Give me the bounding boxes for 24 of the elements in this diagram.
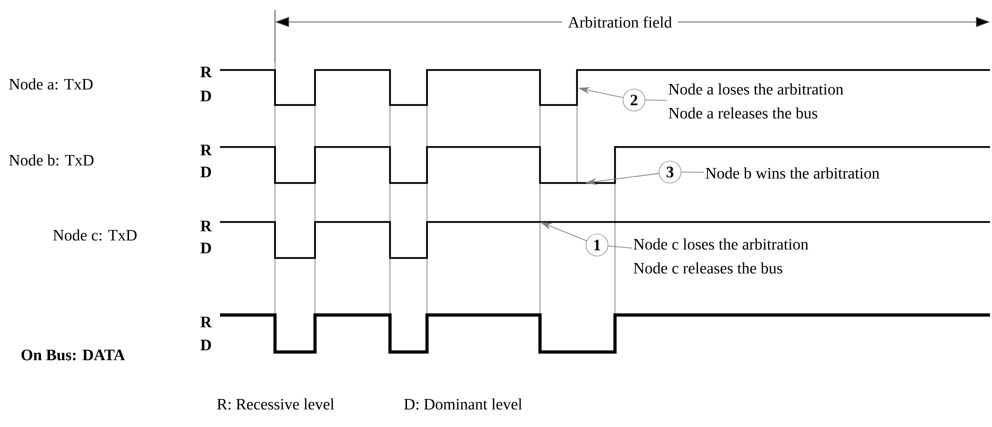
signal-label: Node b: TxD — [9, 154, 94, 166]
callout-number: 2 — [622, 88, 646, 112]
level-letter: R — [200, 144, 212, 156]
level-letter: R — [200, 220, 212, 232]
signal-label: Node c: TxD — [53, 229, 137, 241]
legend-text: R: Recessive level — [217, 398, 334, 410]
leader-line — [680, 172, 704, 173]
callout-text: Node c loses the arbitration Node c releases the bus — [634, 238, 808, 274]
leader-line — [608, 246, 632, 249]
signal-label: Node a: TxD — [9, 78, 93, 90]
callout-number: 3 — [658, 160, 682, 184]
level-letter: D — [200, 166, 211, 178]
level-letter: D — [200, 242, 211, 254]
callout-text: Node a loses the arbitration Node a releases the bus — [668, 83, 844, 119]
callout-number: 1 — [586, 234, 608, 256]
level-letter: D — [200, 340, 211, 350]
level-letter: D — [200, 90, 211, 102]
callout-text: Node b wins the arbitration — [706, 167, 880, 179]
signal-label: On Bus: DATA — [21, 350, 125, 360]
level-letter: R — [200, 66, 212, 78]
legend-text: D: Dominant level — [404, 398, 522, 410]
level-letter: R — [200, 316, 212, 328]
leader-line — [644, 100, 668, 101]
dimension-label: Arbitration field — [562, 15, 678, 29]
